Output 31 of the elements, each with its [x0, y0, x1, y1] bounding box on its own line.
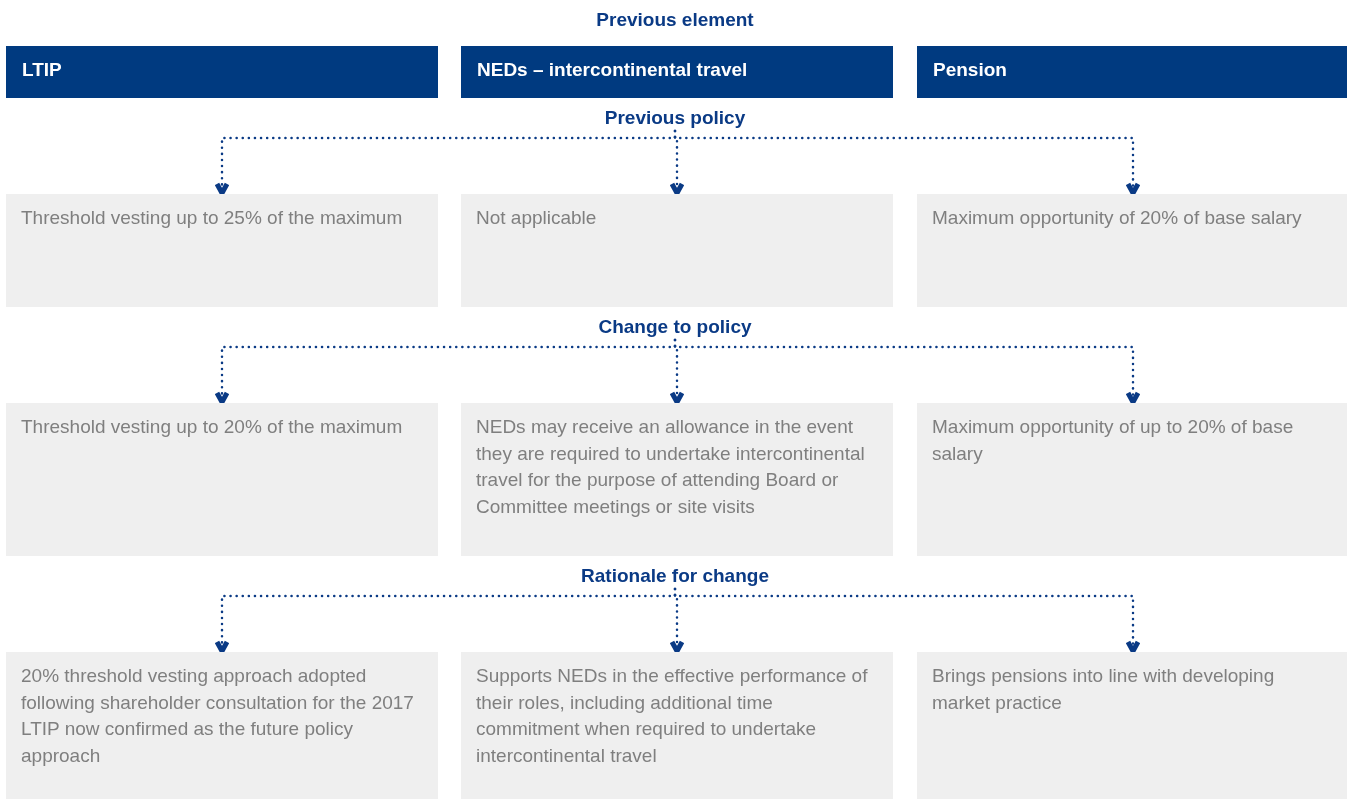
section-heading: Change to policy: [598, 315, 752, 339]
dotted-arrow: [673, 587, 1141, 654]
column-header: [461, 46, 893, 98]
policy-card: [461, 403, 893, 556]
header-text: LTIP: [22, 59, 63, 81]
policy-card: [6, 652, 438, 799]
dotted-arrow: [673, 338, 1141, 405]
column-header: [6, 46, 438, 98]
dotted-arrow: [673, 129, 1141, 196]
card-text: 20% threshold vesting approach adopted following shareholder consultation for the 2017 LTIP now confirmed as the future policy approach: [21, 664, 415, 768]
header-text: Pension: [933, 59, 1008, 81]
section-heading: Previous policy: [604, 106, 746, 130]
column-header: [917, 46, 1347, 98]
card-text: Maximum opportunity of up to 20% of base salary: [932, 415, 1295, 466]
card-text: Supports NEDs in the effective performance of their roles, including additional time commitment when required to undertake intercontinental travel: [476, 664, 869, 768]
card-text: Brings pensions into line with developing market practice: [932, 664, 1276, 715]
card-text: Threshold vesting up to 25% of the maximum: [21, 206, 404, 230]
section-heading: Rationale for change: [581, 564, 769, 588]
card-text: Not applicable: [476, 206, 598, 230]
policy-card: [917, 194, 1347, 307]
policy-card: [917, 403, 1347, 556]
card-text: Threshold vesting up to 20% of the maximum: [21, 415, 404, 439]
policy-card: [461, 194, 893, 307]
section-heading: Previous element: [596, 8, 754, 32]
policy-card: [917, 652, 1347, 799]
policy-card: [6, 403, 438, 556]
header-text: NEDs – intercontinental travel: [477, 59, 749, 81]
policy-card: [6, 194, 438, 307]
card-text: NEDs may receive an allowance in the event they are required to undertake intercontinental travel for the purpose of attending Board or Committee meetings or site visits: [476, 415, 866, 519]
policy-card: [461, 652, 893, 799]
card-text: Maximum opportunity of 20% of base salary: [932, 206, 1303, 230]
